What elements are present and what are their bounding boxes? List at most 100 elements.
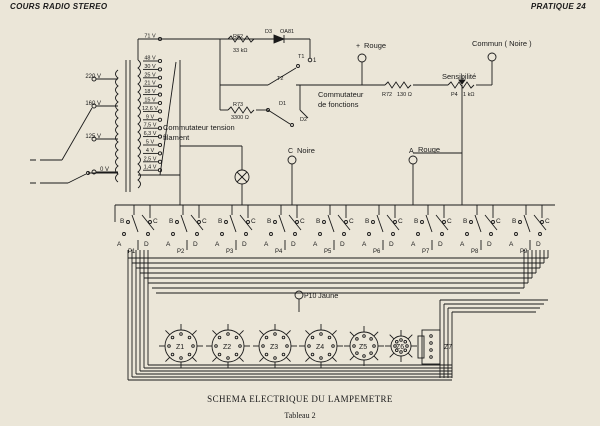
secondary-tap-7 xyxy=(157,109,163,114)
terminal-commun xyxy=(487,52,497,62)
wiring-bundle xyxy=(127,250,549,381)
switch-label-p4: P4 xyxy=(275,249,283,255)
switch-contact-label: C xyxy=(300,218,305,225)
secondary-tap-label: 9 V xyxy=(146,114,155,120)
switch-label-p7: P7 xyxy=(422,249,430,255)
noire-label: Noire xyxy=(297,146,315,155)
filament-label: filament xyxy=(163,133,190,142)
secondary-tap-6 xyxy=(157,100,163,106)
socket-label-z6: Z6 xyxy=(396,344,404,351)
r72-name: R72 xyxy=(382,92,392,98)
secondary-tap-1 xyxy=(157,58,163,64)
r62-value: 33 kΩ xyxy=(233,48,248,54)
secondary-tap-5 xyxy=(157,92,163,97)
switch-p4 xyxy=(269,205,302,250)
secondary-tap-12 xyxy=(157,151,163,156)
resistor-r73 xyxy=(227,106,255,114)
socket-z1 xyxy=(159,324,203,368)
voltage-selector-arm xyxy=(61,107,93,161)
secondary-taps xyxy=(143,36,177,176)
p10-label: P10 xyxy=(304,293,317,300)
switch-contact-label: A xyxy=(215,241,220,248)
secondary-tap-3 xyxy=(157,75,163,80)
socket-label-z4: Z4 xyxy=(316,344,324,351)
switch-contact-label: A xyxy=(166,241,171,248)
secondary-tap-label: 18 V xyxy=(144,89,156,95)
caption-subtitle: Tableau 2 xyxy=(284,411,316,420)
socket-label-z1: Z1 xyxy=(176,344,184,351)
switch-contact-label: D xyxy=(438,241,443,248)
switch-contact-label: D xyxy=(536,241,541,248)
de-fonctions-label: de fonctions xyxy=(318,100,359,109)
secondary-tap-label: 25 V xyxy=(144,72,156,78)
tap-220 xyxy=(91,76,97,82)
secondary-tap-10 xyxy=(157,134,163,139)
primary-220-label: 220 V xyxy=(85,74,101,80)
d1-label: D1 xyxy=(279,101,286,107)
socket-z4 xyxy=(299,324,343,368)
switch-contact-label: B xyxy=(316,218,320,225)
switch-contact-label: B xyxy=(414,218,418,225)
primary-160-label: 160 V xyxy=(85,101,101,107)
switch-contact-label: B xyxy=(463,218,467,225)
switch-contact-label: A xyxy=(460,241,465,248)
secondary-tap-4 xyxy=(157,84,163,89)
switch-label-p2: P2 xyxy=(177,249,185,255)
terminal-p10-jaune xyxy=(294,290,304,300)
switch-p6 xyxy=(367,205,400,250)
switch-label-p3: P3 xyxy=(226,249,234,255)
secondary-tap-8 xyxy=(157,117,163,122)
power-switch xyxy=(67,173,87,184)
switch-contact-label: A xyxy=(411,241,416,248)
switch-p3 xyxy=(220,205,253,250)
tap-160 xyxy=(91,103,97,109)
switch-p8 xyxy=(465,205,498,250)
primary-winding xyxy=(115,69,119,183)
socket-z3 xyxy=(253,324,297,368)
switch-contact-label: C xyxy=(349,218,354,225)
switch-p2 xyxy=(171,205,204,250)
r72-value: 130 Ω xyxy=(397,92,412,98)
function-switch-d xyxy=(267,109,291,125)
secondary-tap-label: 12,6 V xyxy=(142,106,158,112)
rouge-plus-label: Rouge xyxy=(364,41,386,50)
switch-contact-label: A xyxy=(509,241,514,248)
switch-contact-label: C xyxy=(447,218,452,225)
secondary-tap-label: 5 V xyxy=(146,140,155,146)
secondary-tap-label: 30 V xyxy=(144,64,156,70)
p4-value: 1 kΩ xyxy=(463,92,474,98)
switch-p5 xyxy=(318,205,351,250)
r62-name: R62 xyxy=(233,34,243,40)
switch-contact-label: C xyxy=(496,218,501,225)
plus-sign: + xyxy=(356,43,360,50)
switch-p9 xyxy=(514,205,547,250)
filament-selector-arm xyxy=(159,61,177,176)
switch-label-p5: P5 xyxy=(324,249,332,255)
socket-label-z2: Z2 xyxy=(223,344,231,351)
secondary-tap-label: 48 V xyxy=(144,56,156,62)
tap-0 xyxy=(91,169,97,175)
switch-contact-label: A xyxy=(313,241,318,248)
tap-125 xyxy=(91,136,97,142)
socket-z6 xyxy=(385,330,417,362)
secondary-tap-label: 6,3 V xyxy=(144,131,157,137)
switch-label-p1: P1 xyxy=(128,249,136,255)
potentiometer-p4 xyxy=(447,81,475,89)
switch-contact-label: B xyxy=(365,218,369,225)
switch-label-p9: P9 xyxy=(520,249,528,255)
primary-0-label: 0 V xyxy=(100,167,109,173)
header-left: COURS RADIO STEREO xyxy=(10,2,108,11)
socket-bank xyxy=(159,324,441,368)
switch-contact-label: D xyxy=(340,241,345,248)
switch-label-p8: P8 xyxy=(471,249,479,255)
socket-label-z3: Z3 xyxy=(270,344,278,351)
secondary-tap-label: 7,5 V xyxy=(144,123,157,129)
noire-c-letter: C xyxy=(288,148,293,155)
switch-bank xyxy=(122,205,547,250)
secondary-tap-label: 4 V xyxy=(146,148,155,154)
switch-label-p6: P6 xyxy=(373,249,381,255)
switch-contact-label: A xyxy=(362,241,367,248)
switch-contact-label: D xyxy=(242,241,247,248)
switch-contact-label: C xyxy=(202,218,207,225)
r73-name: R73 xyxy=(233,102,243,108)
